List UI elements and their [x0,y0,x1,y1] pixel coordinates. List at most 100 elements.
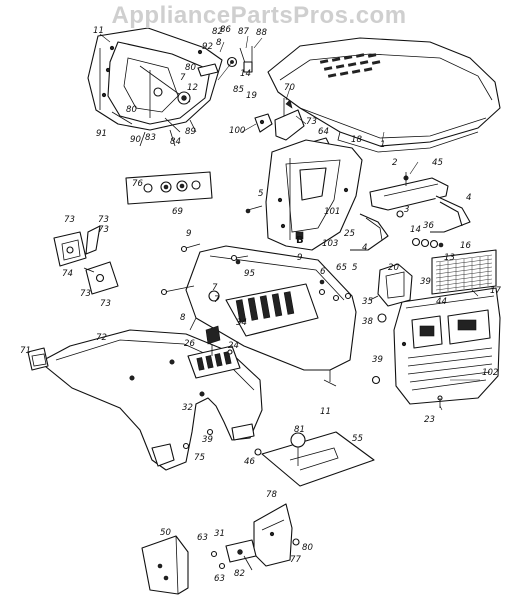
label-7: 7 [180,73,186,83]
grille-screen [431,249,497,295]
dash-support-assembly [87,27,223,147]
label-88: 88 [256,28,267,38]
fender [39,329,263,471]
label-75: 75 [194,453,205,463]
label-2: 2 [392,158,397,168]
label-39: 39 [420,277,431,287]
label-55: 55 [352,434,363,444]
label-65: 65 [336,263,347,273]
headlight-parts [369,263,413,385]
label-102: 102 [482,368,498,378]
label-80: 80 [185,63,196,73]
label-76: 76 [132,179,143,189]
label-83: 83 [145,133,156,143]
label-78: 78 [266,490,277,500]
label-45: 45 [432,158,443,168]
label-12: 12 [187,83,198,93]
label-91: 91 [96,129,107,139]
bolts [160,205,263,296]
label-69: 69 [172,207,183,217]
label-5: 5 [258,189,263,199]
label-32: 32 [182,403,193,413]
label-64: 64 [318,127,329,137]
shift-plate [254,431,375,487]
label-17: 17 [490,286,501,296]
label-4b: 4 [362,243,367,253]
label-85: 85 [233,85,244,95]
label-50: 50 [160,528,171,538]
label-103: 103 [322,239,338,249]
label-9: 9 [186,229,191,239]
label-82: 82 [212,27,223,37]
throttle-knob [205,325,233,356]
reflector [27,347,49,371]
label-82b: 82 [234,569,245,579]
label-9b: 9 [297,253,302,263]
label-39c: 39 [202,435,213,445]
label-26: 26 [184,339,195,349]
label-7c: 7 [214,295,220,305]
label-3: 3 [404,205,409,215]
label-80b: 80 [126,105,137,115]
label-23: 23 [424,415,435,425]
label-72: 72 [96,333,107,343]
label-34: 34 [236,318,247,328]
label-74: 74 [62,269,73,279]
knob-set [125,171,213,205]
bracket-78-assembly [210,503,300,571]
label-13: 13 [444,253,455,263]
label-36: 36 [423,221,434,231]
label-18: 18 [351,135,362,145]
bracket-50 [141,535,189,595]
watermark: AppliancePartsPros.com [111,2,407,29]
label-39b: 39 [372,355,383,365]
dashboard [185,245,357,382]
label-19: 19 [246,91,257,101]
label-92: 92 [202,42,213,52]
label-84: 84 [170,137,181,147]
label-100: 100 [229,126,246,136]
label-70: 70 [284,83,295,93]
label-87: 87 [238,27,249,37]
misc-hardware [182,288,443,450]
label-35: 35 [362,297,373,307]
label-38: 38 [362,317,373,327]
label-73e: 73 [80,289,91,299]
label-73c: 73 [98,215,109,225]
hardware-cluster-top [197,46,253,77]
label-73b: 73 [64,215,75,225]
label-6: 6 [320,267,326,277]
label-90: 90 [130,135,141,145]
label-101: 101 [324,207,340,217]
part-labels: 11 82 8 86 87 88 92 80 14 7 12 85 80 91 … [20,25,501,584]
label-95: 95 [244,269,255,279]
label-16: 16 [460,241,471,251]
latch-parts [53,225,119,295]
label-25: 25 [344,229,355,239]
label-4: 4 [466,193,471,203]
label-89: 89 [185,127,196,137]
label-73f: 73 [100,299,111,309]
leader-lines [99,33,480,411]
label-44: 44 [436,297,447,307]
label-20: 20 [388,263,399,273]
label-46: 46 [244,457,255,467]
label-14: 14 [240,69,251,79]
label-80c: 80 [302,543,313,553]
label-8b: 8 [180,313,186,323]
label-7b: 7 [212,283,218,293]
label-8: 8 [216,38,222,48]
label-73: 73 [306,117,317,127]
label-63: 63 [197,533,208,543]
label-14b: 14 [410,225,421,235]
label-86: 86 [220,25,231,35]
label-24: 24 [228,341,239,351]
label-31: 31 [214,529,225,539]
label-81: 81 [294,425,305,435]
hood [267,37,501,153]
front-grille [393,287,501,405]
label-73d: 73 [98,225,109,235]
label-71: 71 [20,346,31,356]
